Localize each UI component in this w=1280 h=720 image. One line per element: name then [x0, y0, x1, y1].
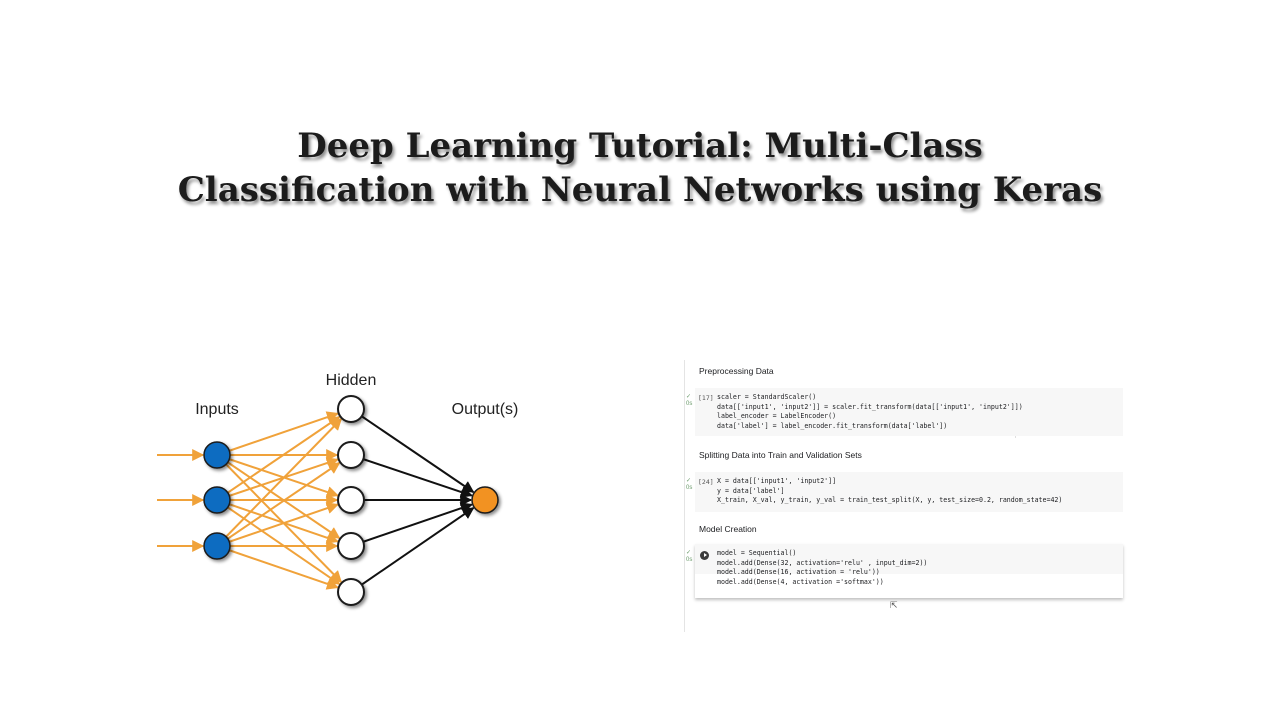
input-hidden-connection	[216, 502, 339, 547]
code-cell-model[interactable]: ✓0s model = Sequential() model.add(Dense…	[686, 544, 1123, 598]
code-line: scaler = StandardScaler()	[717, 393, 817, 401]
execution-count: [17]	[698, 394, 714, 402]
input-hidden-connection	[216, 462, 341, 547]
mouse-cursor-icon: ⇱	[890, 600, 898, 610]
cell-status-icon: ✓0s	[686, 550, 693, 563]
input-node	[203, 532, 231, 560]
code-line: X_train, X_val, y_train, y_val = train_t…	[717, 496, 1063, 505]
hidden-label: Hidden	[326, 372, 377, 389]
title-line-2: Classification with Neural Networks usin…	[177, 170, 1103, 210]
input-hidden-connection	[216, 499, 339, 544]
hidden-output-connection	[350, 408, 475, 493]
hidden-output-connection	[350, 502, 473, 547]
code-line: model.add(Dense(16, activation = 'relu')…	[717, 568, 880, 577]
input-hidden-connection	[216, 457, 339, 501]
hidden-node	[337, 395, 365, 423]
input-hidden-connection	[216, 416, 341, 501]
hidden-output-connection	[350, 454, 473, 498]
hidden-node	[337, 532, 365, 560]
input-hidden-connection	[216, 418, 343, 547]
video-title: Deep Learning Tutorial: Multi-Class Clas…	[0, 124, 1280, 212]
code-model: model = Sequential() model.add(Dense(32,…	[717, 549, 927, 588]
code-line: data['label'] = label_encoder.fit_transf…	[717, 422, 948, 431]
hidden-node	[337, 578, 365, 606]
code-splitting: X = data[['input1', 'input2']] y = data[…	[717, 477, 1062, 506]
neural-network-diagram: Inputs Hidden Output(s)	[157, 372, 519, 606]
output-node	[471, 486, 499, 514]
section-heading-splitting: Splitting Data into Train and Validation…	[699, 450, 862, 460]
input-hidden-connection	[216, 411, 339, 456]
code-cell-preprocessing[interactable]: ✓0s [17] scaler = StandardScaler() data[…	[686, 388, 1123, 436]
code-preprocessing: scaler = StandardScaler() data[['input1'…	[717, 393, 1023, 432]
code-line: model = Sequential()	[717, 549, 797, 557]
cell-status-icon: ✓0s	[686, 394, 693, 407]
output-label: Output(s)	[452, 401, 519, 418]
code-line: X = data[['input1', 'input2']]	[717, 477, 837, 485]
nodes	[203, 395, 499, 606]
section-heading-preprocessing: Preprocessing Data	[699, 366, 774, 376]
input-hidden-connection	[216, 499, 341, 585]
title-line-1: Deep Learning Tutorial: Multi-Class	[297, 126, 983, 166]
code-line: label_encoder = LabelEncoder()	[717, 412, 837, 421]
connections	[157, 408, 475, 593]
hidden-output-connection	[350, 507, 475, 593]
input-node	[203, 441, 231, 469]
input-hidden-connection	[216, 454, 341, 539]
hidden-node	[337, 441, 365, 469]
input-hidden-connection	[216, 545, 339, 590]
code-line: y = data['label']	[717, 486, 785, 495]
input-node	[203, 486, 231, 514]
inputs-label: Inputs	[195, 401, 239, 418]
code-cell-splitting[interactable]: ✓0s [24] X = data[['input1', 'input2']] …	[686, 472, 1123, 512]
notebook-screenshot: Preprocessing Data ✓0s [17] scaler = Sta…	[684, 360, 1125, 632]
run-cell-button[interactable]	[700, 551, 709, 560]
cell-status-icon: ✓0s	[686, 478, 693, 491]
section-heading-model: Model Creation	[699, 524, 757, 534]
execution-count: [24]	[698, 478, 714, 486]
input-hidden-connection	[216, 454, 339, 498]
code-line: model.add(Dense(32, activation='relu' , …	[717, 558, 928, 567]
hidden-node	[337, 486, 365, 514]
code-line: model.add(Dense(4, activation ='softmax'…	[717, 578, 884, 587]
code-line: data[['input1', 'input2']] = scaler.fit_…	[717, 402, 1023, 411]
input-hidden-connection	[216, 454, 343, 583]
